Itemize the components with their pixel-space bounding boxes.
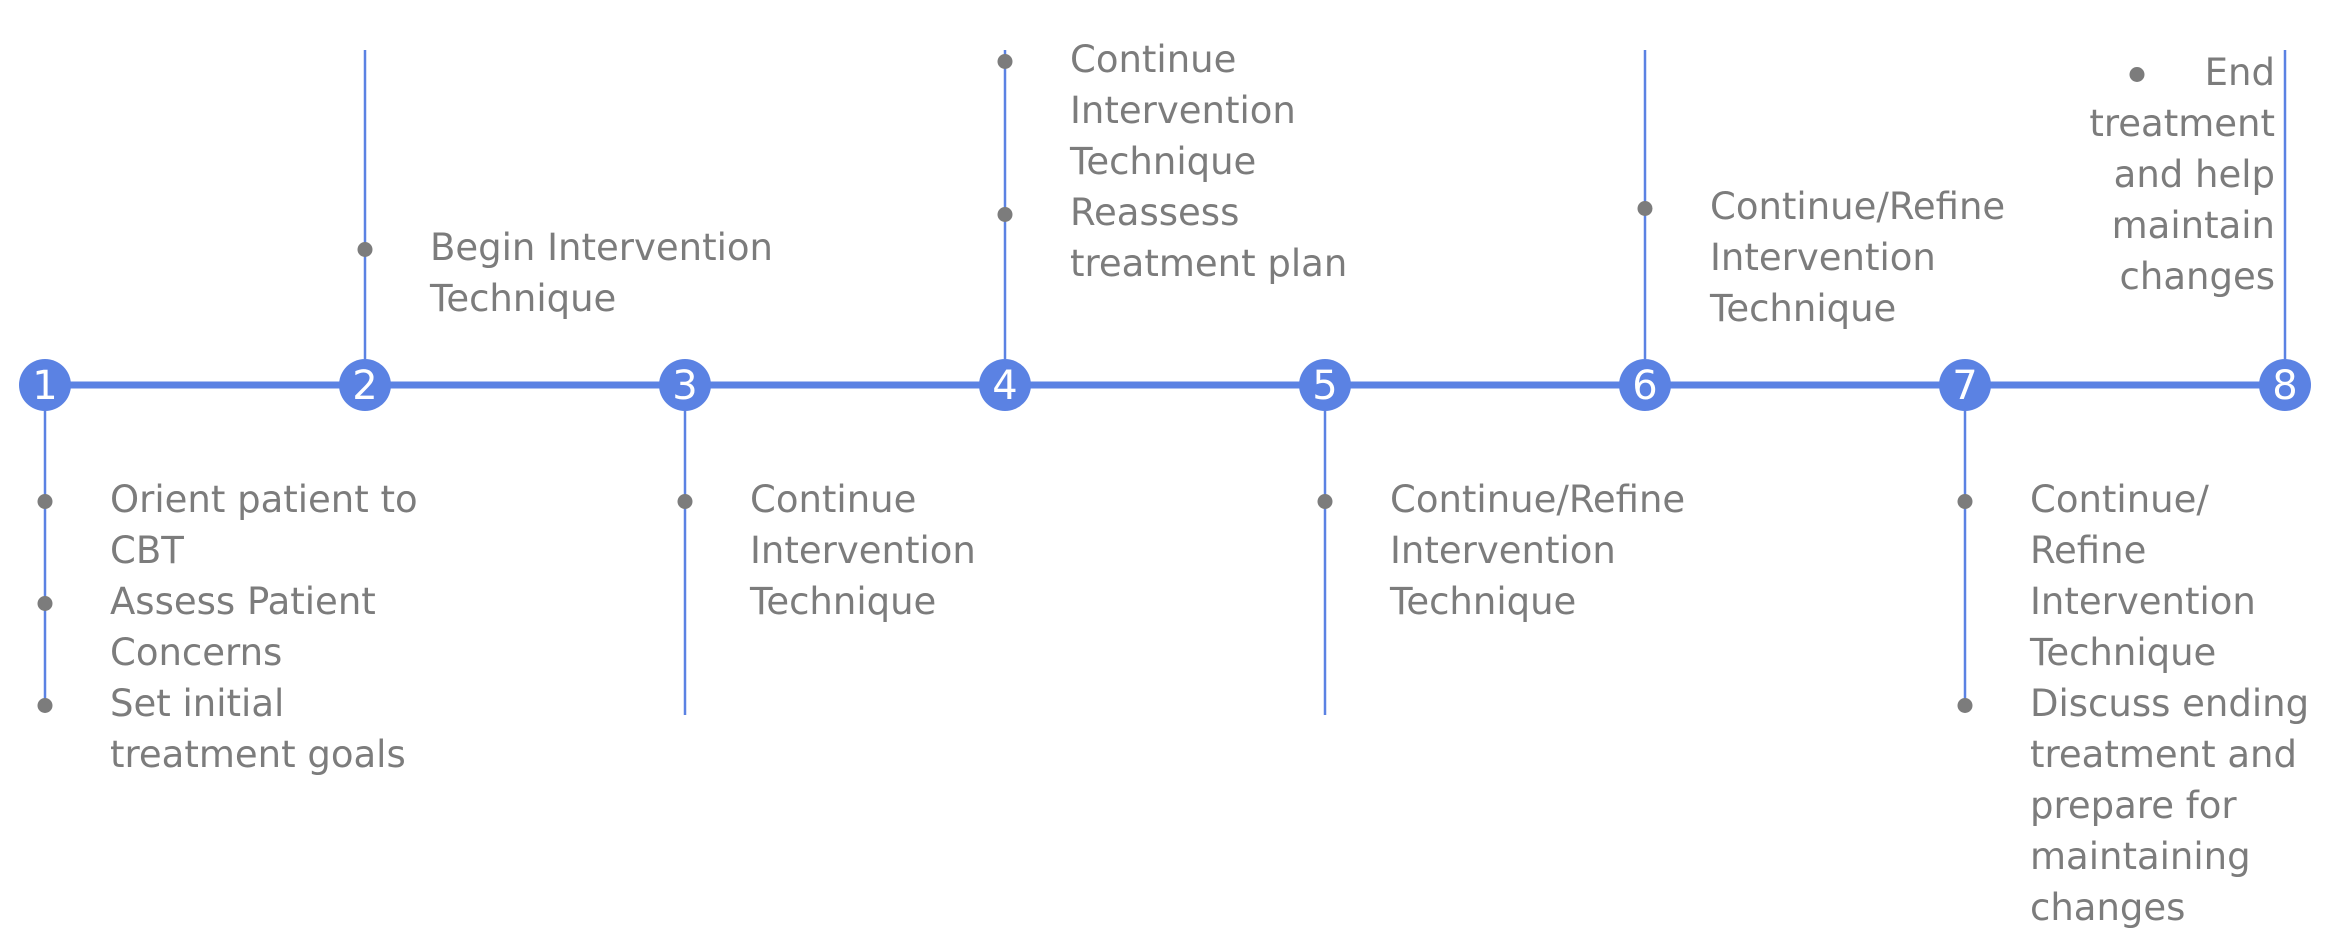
- step-7-item-1-line-4: Technique: [2030, 631, 2217, 674]
- step-6-item-1-line-1: Continue/Refine: [1710, 185, 2006, 228]
- step-5-bullet-1: [1317, 494, 1333, 509]
- step-7-marker: [1939, 359, 1991, 411]
- step-7-item-1-line-3: Intervention: [2030, 580, 2256, 623]
- step-7-item-2-line-3: prepare for: [2030, 784, 2237, 827]
- step-7-item-1-line-1: Continue/: [2030, 478, 2209, 521]
- bullet-points: [37, 54, 2145, 713]
- step-2-item-1-line-1: Begin Intervention: [430, 226, 773, 269]
- step-4-item-1-line-2: Intervention: [1070, 89, 1296, 132]
- step-7-item-1-line-2: Refine: [2030, 529, 2147, 572]
- step-1-item-3-line-1: Set initial: [110, 682, 285, 725]
- step-4-number: 4: [992, 363, 1017, 409]
- step-7-item-2-line-5: changes: [2030, 886, 2186, 929]
- step-2-item-1-line-2: Technique: [430, 277, 617, 320]
- step-1-item-2-line-1: Assess Patient: [110, 580, 376, 623]
- step-3-item-1-line-1: Continue: [750, 478, 917, 521]
- step-6-item-1-line-3: Technique: [1710, 287, 1897, 330]
- step-3-marker: [659, 359, 711, 411]
- step-1-bullet-3: [37, 698, 53, 713]
- step-8-bullet-1: [2129, 67, 2145, 82]
- step-4-item-1-line-3: Technique: [1070, 140, 1257, 183]
- step-8-item-1-line-4: maintain: [2111, 204, 2275, 247]
- step-7-bullet-2: [1957, 698, 1973, 713]
- step-4-item-1-line-1: Continue: [1070, 38, 1237, 81]
- step-7-number: 7: [1952, 363, 1977, 409]
- step-7-item-2-line-4: maintaining: [2030, 835, 2251, 878]
- step-1-number: 1: [32, 363, 57, 409]
- step-8-item-1-line-5: changes: [2119, 255, 2275, 298]
- step-1-item-1-line-1: Orient patient to: [110, 478, 418, 521]
- step-8-number: 8: [2272, 363, 2297, 409]
- step-1-item-1-line-2: CBT: [110, 529, 184, 572]
- step-1-bullet-1: [37, 494, 53, 509]
- step-1-item-3-line-2: treatment goals: [110, 733, 406, 776]
- step-6-item-1-line-2: Intervention: [1710, 236, 1936, 279]
- step-5-item-1-line-1: Continue/Refine: [1390, 478, 1686, 521]
- step-6-bullet-1: [1637, 201, 1653, 216]
- step-3-item-1-line-2: Intervention: [750, 529, 976, 572]
- step-7-item-2-line-2: treatment and: [2030, 733, 2297, 776]
- step-2-marker: [339, 359, 391, 411]
- step-connectors: [43, 50, 2287, 715]
- step-3-item-1-line-3: Technique: [750, 580, 937, 623]
- step-5-number: 5: [1312, 363, 1337, 409]
- step-4-bullet-2: [997, 207, 1013, 222]
- step-4-bullet-1: [997, 54, 1013, 69]
- step-2-number: 2: [352, 363, 377, 409]
- step-7-bullet-1: [1957, 494, 1973, 509]
- step-markers: 1 2 3 4 5 6 7 8: [19, 359, 2311, 411]
- step-3-bullet-1: [677, 494, 693, 509]
- step-8-item-1-line-2: treatment: [2089, 102, 2275, 145]
- step-4-item-2-line-2: treatment plan: [1070, 242, 1348, 285]
- step-2-bullet-1: [357, 242, 373, 257]
- step-1-bullet-2: [37, 596, 53, 611]
- step-4-marker: [979, 359, 1031, 411]
- step-4-item-2-line-1: Reassess: [1070, 191, 1240, 234]
- step-1-item-2-line-2: Concerns: [110, 631, 283, 674]
- step-1-marker: [19, 359, 71, 411]
- step-3-number: 3: [672, 363, 697, 409]
- step-8-item-1-line-3: and help: [2113, 153, 2275, 196]
- step-8-item-1-line-1: End: [2204, 51, 2275, 94]
- step-7-item-2-line-1: Discuss ending: [2030, 682, 2310, 725]
- step-5-item-1-line-2: Intervention: [1390, 529, 1616, 572]
- step-5-marker: [1299, 359, 1351, 411]
- step-8-marker: [2259, 359, 2311, 411]
- step-6-marker: [1619, 359, 1671, 411]
- step-5-item-1-line-3: Technique: [1390, 580, 1577, 623]
- step-6-number: 6: [1632, 363, 1657, 409]
